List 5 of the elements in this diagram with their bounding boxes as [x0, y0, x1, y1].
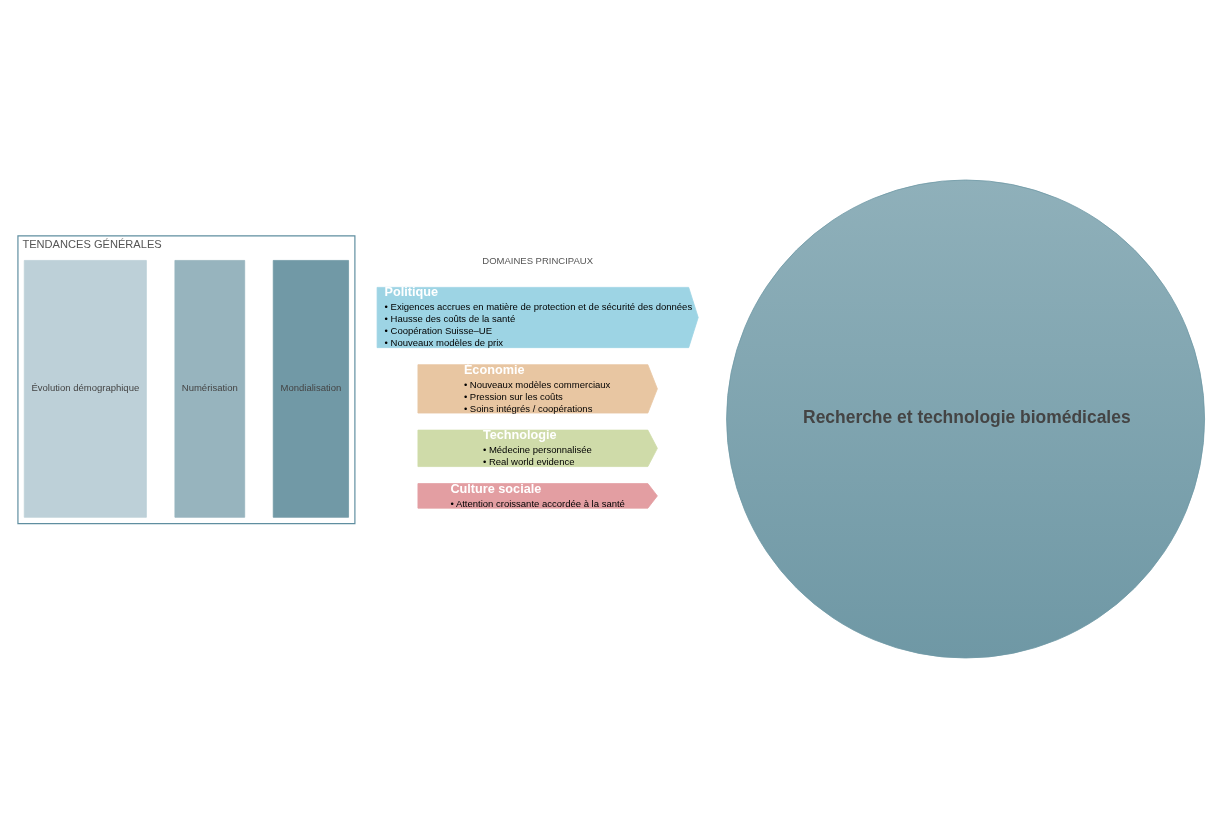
node-circle: Recherche et technologie biomédicales — [726, 179, 1205, 658]
node-box: Évolution démographique — [23, 259, 147, 518]
label: DOMAINES PRINCIPAUX — [482, 254, 593, 266]
node-box: Mondialisation — [272, 259, 349, 518]
node-box: Numérisation — [174, 259, 246, 518]
